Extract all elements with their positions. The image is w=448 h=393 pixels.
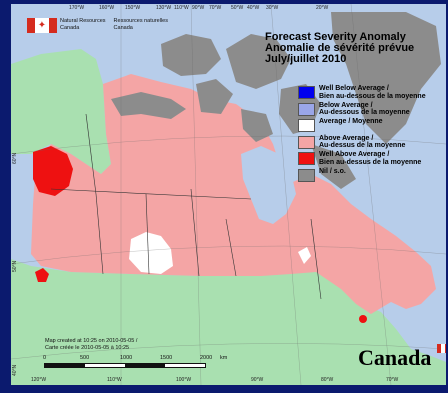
scale-bar-segments (44, 363, 206, 368)
scale-label: 1000 (120, 355, 133, 361)
bc-well-above (33, 146, 73, 196)
graticule-line (270, 4, 302, 385)
wordmark-flag-icon (437, 344, 446, 353)
graticule (11, 4, 446, 385)
prairie-average (129, 232, 173, 274)
severity-map (11, 4, 446, 385)
agency-name-en: Natural Resources Canada (60, 18, 106, 31)
hudson-bay (241, 146, 296, 224)
legend-swatch (298, 135, 315, 149)
legend-item-below: Below Average /Au-dessous de la moyenne (298, 102, 446, 119)
legend-swatch (298, 102, 315, 116)
legend-label: Well Below Average / (319, 85, 389, 92)
quebec-average (298, 247, 311, 264)
title-line: July/juillet 2010 (265, 53, 347, 65)
scale-label: 0 (43, 355, 47, 361)
legend-swatch (298, 168, 315, 182)
border-mb-on (225, 218, 237, 277)
legend-label-fr: Bien au-dessus de la moyenne (319, 158, 422, 166)
greenland-land (331, 12, 441, 144)
graticule-line (190, 4, 202, 385)
border-60n (50, 188, 252, 200)
border-yt-nt (85, 113, 97, 195)
vancouver-well-above (35, 268, 49, 282)
tick-label: 40°W (247, 5, 260, 11)
province-borders (50, 113, 322, 300)
scale-label: 1500 (160, 355, 173, 361)
usa-land (11, 259, 446, 385)
north-nil-band (111, 92, 356, 189)
alaska-land (11, 49, 111, 174)
agency-en-line: Canada (60, 24, 80, 31)
tick-label: 100°W (176, 377, 192, 383)
scale-label: 2000 (200, 355, 213, 361)
latitude-label: 40°N (12, 364, 18, 376)
tick-label: 110°W (107, 377, 122, 383)
tick-label: 90°W (192, 5, 205, 11)
legend-label: Below Average / (319, 101, 373, 109)
legend-label-fr: Au-dessous de la moyenne (319, 109, 410, 116)
legend-item-above: Above Average /Au-dessus de la moyenne (298, 135, 446, 152)
scale-unit: km (220, 355, 228, 361)
canada-wordmark: Canada (358, 345, 432, 370)
legend-label: Nil / s.o. (319, 167, 346, 175)
tick-label: 120°W (31, 377, 47, 383)
arctic-islands-nil (161, 34, 321, 142)
title-line: Forecast Severity Anomaly (265, 31, 406, 43)
tick-label: 30°W (266, 5, 279, 11)
tick-label: 70°W (386, 377, 399, 383)
map-credit: Map created at 10:25 on 2010-05-05 / Car… (45, 338, 137, 351)
tick-label: 150°W (125, 5, 141, 11)
tick-label: 170°W (69, 5, 85, 11)
tick-label: 110°W (174, 5, 189, 11)
title-line: Anomalie de sévérité prévue (265, 42, 415, 54)
tick-label: 160°W (99, 5, 115, 11)
graticule-line (350, 4, 392, 385)
legend-swatch (298, 86, 315, 99)
legend-item-nil: Nil / s.o. (298, 168, 446, 185)
legend-swatch (298, 119, 315, 132)
legend-label: Well Above Average / (319, 151, 390, 158)
legend-label-fr: Bien au-dessous de la moyenne (319, 92, 426, 100)
canada-flag-icon: ✦ (27, 18, 57, 33)
legend-label: Average / Moyenne (319, 118, 383, 125)
scale-label: 500 (80, 355, 90, 361)
map-panel: 170°W 160°W 150°W 130°W 110°W 90°W 70°W … (11, 4, 446, 385)
graticule-line (11, 245, 446, 265)
tick-label: 90°W (251, 377, 264, 383)
graticule-line (11, 135, 446, 155)
scale-bar: 0 500 1000 1500 2000 km (43, 355, 228, 368)
legend-label-fr: Au-dessus de la moyenne (319, 142, 406, 149)
legend-label: Above Average / (319, 134, 374, 142)
tick-label: 50°W (231, 5, 244, 11)
tick-label: 70°W (209, 5, 222, 11)
nb-well-above (359, 315, 367, 323)
nrcan-signature: ✦ Natural Resources Canada Ressources na… (27, 18, 176, 33)
agency-en-line: Natural Resources (60, 18, 106, 24)
border-on-qc (310, 218, 322, 300)
agency-fr-line: Ressources naturelles (113, 18, 168, 24)
latitude-label: 50°N (12, 260, 18, 272)
map-title: Forecast Severity Anomaly Anomalie de sé… (265, 32, 446, 65)
latitude-label: 60°N (12, 152, 18, 164)
agency-name-fr: Ressources naturelles Canada (114, 18, 168, 31)
legend-item-well-below: Well Below Average /Bien au-dessous de l… (298, 85, 446, 102)
credit-line: Map created at 10:25 on 2010-05-05 / (45, 338, 138, 344)
agency-fr-line: Canada (113, 24, 133, 31)
tick-label: 20°W (316, 5, 329, 11)
legend-swatch (298, 152, 315, 165)
border-bc-ab (95, 193, 104, 275)
tick-label: 130°W (156, 5, 172, 11)
legend: Well Below Average /Bien au-dessous de l… (298, 85, 446, 184)
border-ab-sk (145, 193, 150, 275)
legend-item-well-above: Well Above Average /Bien au-dessus de la… (298, 151, 446, 168)
tick-label: 80°W (321, 377, 334, 383)
credit-line: Carte créée le 2010-05-05 à 10:25 (45, 344, 130, 351)
graticule-line (11, 343, 446, 360)
legend-item-average: Average / Moyenne (298, 118, 446, 135)
